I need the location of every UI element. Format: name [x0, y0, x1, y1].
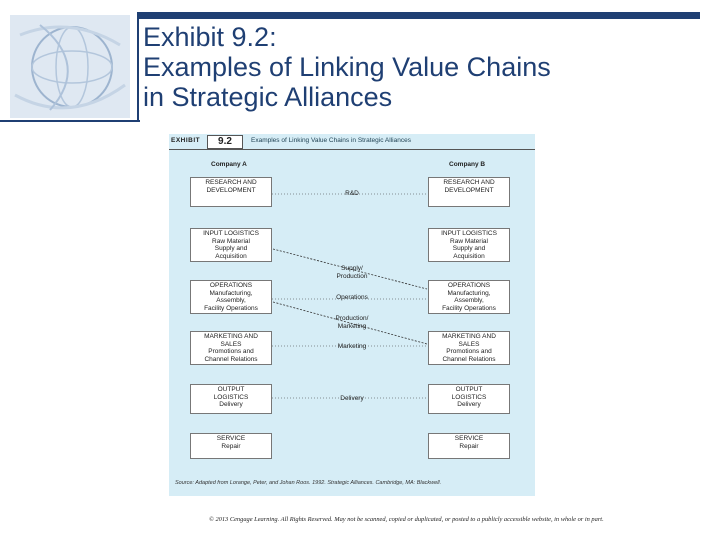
- company-b-chain-box-line: Channel Relations: [442, 355, 496, 363]
- company-a-chain-box-line: INPUT LOGISTICS: [203, 230, 259, 237]
- link-operations: Operations: [336, 294, 368, 301]
- company-a-chain-box-line: Acquisition: [215, 252, 247, 260]
- company-b-chain-box-line: DEVELOPMENT: [444, 186, 494, 194]
- company-a-chain-box-line: Delivery: [219, 401, 243, 408]
- company-b-chain-box-line: Delivery: [457, 401, 481, 408]
- company-a-chain-box-line: OUTPUT: [217, 386, 245, 393]
- company-a-chain-box-line: SALES: [220, 340, 242, 348]
- link-lines: [269, 193, 431, 399]
- link-marketing: Marketing: [337, 343, 367, 350]
- company-a-chain-box-line: Promotions and: [208, 348, 254, 355]
- company-a-chain-box-line: SERVICE: [216, 435, 246, 442]
- company-a-chain-box-line: Supply and: [214, 245, 248, 252]
- company-b-chain-box-line: Assembly,: [454, 297, 484, 304]
- company-b-chain-box-line: MARKETING AND: [442, 333, 496, 340]
- company-b-chain-box-line: OPERATIONS: [447, 282, 491, 289]
- company-b-chain-box-line: SALES: [458, 340, 480, 348]
- company-b-chain-box-line: Acquisition: [453, 252, 485, 260]
- copyright-notice: © 2013 Cengage Learning. All Rights Rese…: [209, 516, 604, 523]
- company-b-chain-box-line: Supply and: [452, 245, 486, 252]
- company-b-chain-box-line: Manufacturing,: [447, 289, 491, 297]
- company-b-chain-box-line: INPUT LOGISTICS: [441, 230, 497, 237]
- company-b-chain-box-line: Facility Operations: [442, 304, 496, 312]
- title-line-1: Exhibit 9.2:: [143, 22, 277, 52]
- exhibit-figure: EXHIBIT 9.2 Examples of Linking Value Ch…: [169, 134, 535, 496]
- link-delivery: Delivery: [340, 395, 364, 402]
- link-supply-line2: Production: [336, 272, 368, 280]
- link-line-production: [272, 301, 428, 345]
- company-a-chain-box-line: Assembly,: [216, 297, 246, 304]
- slide-title: Exhibit 9.2: Examples of Linking Value C…: [143, 22, 703, 112]
- company-b-chain-box-line: LOGISTICS: [451, 393, 487, 401]
- company-a-chain-box-line: MARKETING AND: [204, 333, 258, 340]
- company-b-chain-box-line: RESEARCH AND: [443, 179, 495, 186]
- exhibit-subtitle: Examples of Linking Value Chains in Stra…: [251, 137, 411, 144]
- company-a-chain-box-line: OPERATIONS: [209, 282, 253, 289]
- globe-logo-icon: [10, 15, 130, 118]
- exhibit-header: EXHIBIT 9.2 Examples of Linking Value Ch…: [169, 134, 535, 150]
- link-supply: Supply/ Production: [312, 265, 392, 280]
- company-a-chain-box-line: Manufacturing,: [209, 289, 253, 297]
- title-line-2: Examples of Linking Value Chains: [143, 52, 551, 82]
- logo-underline: [0, 120, 140, 122]
- company-a-chain-box-line: Raw Material: [212, 237, 250, 245]
- company-b-chain-box-line: Raw Material: [450, 237, 488, 245]
- header-bar: [137, 12, 700, 19]
- link-production-line2: Marketing: [337, 322, 367, 330]
- company-b-chain-box-line: OUTPUT: [455, 386, 483, 393]
- exhibit-number: 9.2: [207, 135, 243, 149]
- company-b-label: Company B: [449, 161, 486, 168]
- exhibit-rule: [169, 149, 535, 150]
- link-production-line1: Production/: [335, 315, 369, 322]
- link-rd: R&D: [345, 190, 359, 197]
- company-b-chain-box-line: Promotions and: [446, 348, 492, 355]
- company-a-chain-box-line: DEVELOPMENT: [206, 186, 256, 194]
- exhibit-source: Source: Adapted from Lorange, Peter, and…: [175, 480, 442, 486]
- company-a-chain-box-line: Repair: [221, 442, 241, 450]
- company-a-chain-box-line: LOGISTICS: [213, 393, 249, 401]
- exhibit-label: EXHIBIT: [171, 137, 201, 144]
- title-line-3: in Strategic Alliances: [143, 82, 393, 112]
- link-supply-line1: Supply/: [341, 265, 363, 272]
- link-production: Production/ Marketing: [312, 315, 392, 330]
- company-a-chain-box-line: RESEARCH AND: [205, 179, 257, 186]
- company-b-chain-box-line: Repair: [459, 442, 479, 450]
- company-a-chain-box-line: Facility Operations: [204, 304, 258, 312]
- company-b-chain-box-line: SERVICE: [454, 435, 484, 442]
- company-a-label: Company A: [211, 161, 247, 168]
- company-a-chain-box-line: Channel Relations: [204, 355, 258, 363]
- header-divider: [137, 12, 139, 122]
